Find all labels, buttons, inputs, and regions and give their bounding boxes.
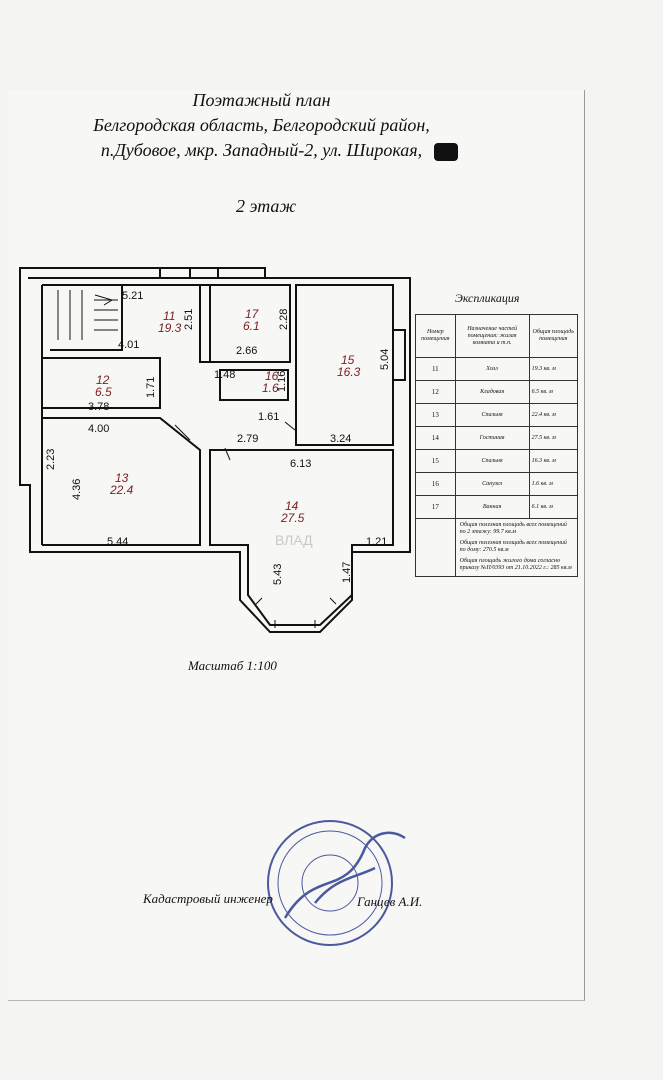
room-number: 16 [265,369,279,383]
row-number: 13 [415,403,456,427]
room-number: 12 [96,373,110,387]
row-area: 1.6 кв. м [528,472,579,496]
row-name: Санузел [454,472,530,496]
row-name: Холл [454,357,530,381]
dimension-label: 3.78 [88,401,109,413]
dimension-label: 4.00 [88,423,109,435]
dimension-label: 1.71 [145,377,157,398]
dimension-label: 2.23 [45,449,57,470]
floor-label: 2 этаж [236,196,297,216]
row-number: 14 [415,426,456,450]
table-row: 12 Кладовая 6.5 кв. м [415,380,579,404]
room-area: 22.4 [109,483,134,497]
row-area: 22.4 кв. м [528,403,579,427]
table-row: 14 Гостиная 27.5 кв. м [415,426,579,450]
dimension-label: 5.21 [122,290,143,302]
stamp-seal [267,820,406,946]
table-row: 15 Спальня 16.3 кв. м [415,449,579,473]
dimension-label: 5.43 [272,564,284,585]
dimension-label: 4.36 [71,479,83,500]
row-area: 27.5 кв. м [528,426,579,450]
row-number: 15 [415,449,456,473]
redaction-mark [434,143,458,161]
room-number: 11 [163,309,175,323]
dimension-label: 2.51 [183,309,195,330]
explication-table: Номер помещения Назначение частей помеще… [415,314,579,577]
dimension-label: 1.21 [366,536,387,548]
row-area: 19.3 кв. м [528,357,579,381]
explication-title: Экспликация [455,291,520,305]
dimension-label: 1.47 [341,562,353,583]
table-row: 11 Холл 19.3 кв. м [415,357,579,381]
engineer-label: Кадастровый инженер [143,891,273,906]
row-name: Кладовая [454,380,530,404]
row-name: Спальня [454,403,530,427]
address-line-street: п.Дубовое, мкр. Западный-2, ул. Широкая, [100,140,423,160]
note-total-area: Общая площадь жилого дома согласно прика… [459,558,572,571]
row-area: 6.1 кв. м [528,495,579,519]
dimension-label: 2.79 [237,433,258,445]
room-number: 13 [115,471,129,485]
dimension-label: 1.48 [214,369,235,381]
explication-notes: Общая полезная площадь всех помещений по… [415,518,579,577]
signature-scribble [283,831,406,919]
dimension-label: 1.16 [276,371,288,392]
room-area: 6.1 [243,319,260,333]
header-room-area: Общая площадь помещения [528,314,579,358]
room-number: 14 [285,499,299,513]
header-room-purpose: Назначение частей помещения: жилая комна… [454,314,530,358]
room-area: 1.6 [262,381,279,395]
engineer-name: Ганцев А.И. [357,894,423,909]
row-name: Ванная [454,495,530,519]
dimension-label: 6.13 [290,458,311,470]
watermark: ВЛАД [275,532,313,548]
note-floor-area: Общая полезная площадь всех помещений по… [459,522,567,535]
dimension-label: 2.28 [278,309,290,330]
table-row: 16 Санузел 1.6 кв. м [415,472,579,496]
dimension-label: 5.04 [379,349,391,370]
row-area: 16.3 кв. м [528,449,579,473]
room-number: 17 [245,307,260,321]
stairs [57,290,118,340]
dimension-label: 5.44 [107,536,128,548]
table-row: 13 Спальня 22.4 кв. м [415,403,579,427]
row-name: Спальня [454,449,530,473]
dimension-label: 4.01 [118,339,139,351]
room-area: 19.3 [158,321,182,335]
room-area: 16.3 [337,365,361,379]
row-number: 12 [415,380,456,404]
row-number: 11 [415,357,456,381]
row-number: 17 [415,495,456,519]
document-title: Поэтажный план [192,90,331,110]
note-house-area: Общая полезная площадь всех помещений по… [459,540,567,553]
dimension-label: 1.61 [258,411,279,423]
scale-label: Масштаб 1:100 [188,658,277,673]
room-area: 6.5 [95,385,112,399]
table-row: 17 Ванная 6.1 кв. м [415,495,579,519]
dimension-label: 3.24 [330,433,351,445]
row-area: 6.5 кв. м [528,380,579,404]
room-area: 27.5 [280,511,305,525]
dimension-label: 2.66 [236,345,257,357]
row-name: Гостиная [454,426,530,450]
header-room-number: Номер помещения [415,314,456,358]
room-number: 15 [341,353,355,367]
row-number: 16 [415,472,456,496]
address-line-region: Белгородская область, Белгородский район… [93,115,430,135]
